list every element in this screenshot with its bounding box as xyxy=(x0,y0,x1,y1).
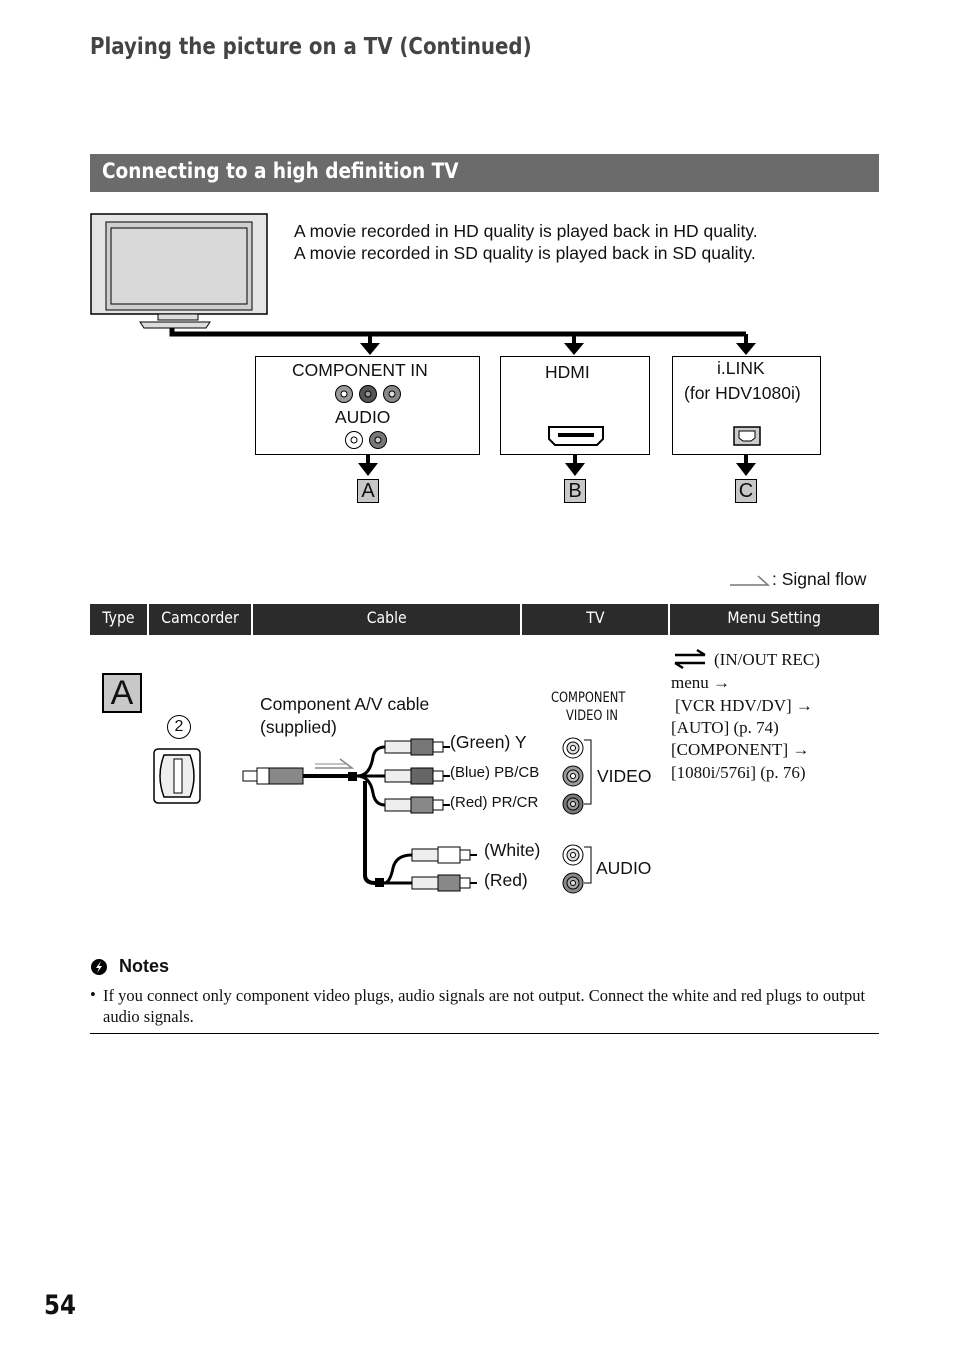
cable-label: Component A/V cable xyxy=(260,694,430,714)
tv-video-label: VIDEO xyxy=(597,766,652,786)
col-tv: TV xyxy=(585,608,605,627)
plug-green-label: (Green) Y xyxy=(450,732,527,752)
col-camcorder: Camcorder xyxy=(161,608,239,627)
menu-line-1: (IN/OUT REC) xyxy=(714,650,820,669)
plug-red-label: (Red) PR/CR xyxy=(450,794,539,811)
component-in-label: COMPONENT IN xyxy=(292,360,428,380)
page-number: 54 xyxy=(44,1290,76,1321)
ilink-label: i.LINK xyxy=(717,358,765,378)
menu-line-3: [VCR HDV/DV] → xyxy=(675,696,813,715)
notes-title: Notes xyxy=(119,956,170,976)
audio-in-label: AUDIO xyxy=(335,407,391,427)
hd-playback-note: A movie recorded in HD quality is played… xyxy=(294,221,758,241)
ilink-port-box: i.LINK (for HDV1080i) xyxy=(672,356,821,455)
col-cable: Cable xyxy=(366,608,407,627)
audio-jacks-icon xyxy=(345,431,387,449)
plug-red-audio-label: (Red) xyxy=(484,870,528,890)
menu-line-4: [AUTO] (p. 74) xyxy=(671,718,779,737)
component-jacks-icon xyxy=(335,385,401,403)
tv-illustration xyxy=(90,213,268,329)
connection-table-header: Type Camcorder Cable TV Menu Setting xyxy=(90,604,879,635)
white-audio-plug xyxy=(411,846,477,864)
type-letter-a: A xyxy=(357,479,379,503)
in-out-rec-icon xyxy=(674,648,706,670)
hdmi-port-box: HDMI xyxy=(500,356,650,455)
tv-audio-label: AUDIO xyxy=(596,858,652,878)
sd-playback-note: A movie recorded in SD quality is played… xyxy=(294,243,756,263)
row-type-a: A xyxy=(102,673,142,713)
note-item: If you connect only component video plug… xyxy=(103,986,866,1026)
signal-flow-arrow-icon xyxy=(730,575,770,586)
ilink-connector-icon xyxy=(733,426,761,446)
component-in-port-box: COMPONENT IN AUDIO xyxy=(255,356,480,455)
signal-flow-legend: : Signal flow xyxy=(772,569,867,589)
hdmi-connector-icon xyxy=(548,426,604,446)
cable-supplied-label: (supplied) xyxy=(260,717,337,737)
red-video-plug xyxy=(384,796,450,814)
hd-tv-connection-diagram xyxy=(90,213,756,476)
type-letter-b: B xyxy=(564,479,586,503)
tv-input-jacks xyxy=(562,737,592,894)
col-menu-setting: Menu Setting xyxy=(727,608,822,627)
menu-line-5: [COMPONENT] → xyxy=(671,740,810,759)
blue-plug xyxy=(384,767,450,785)
red-audio-plug xyxy=(411,874,477,892)
ilink-note: (for HDV1080i) xyxy=(684,383,801,403)
section-header: Connecting to a high definition TV xyxy=(90,154,879,192)
notes-icon xyxy=(91,959,107,975)
tv-component-heading: COMPONENT xyxy=(551,690,626,706)
page-title: Playing the picture on a TV (Continued) xyxy=(90,34,532,60)
tv-video-in-heading: VIDEO IN xyxy=(566,708,618,724)
plug-blue-label: (Blue) PB/CB xyxy=(450,764,540,781)
camcorder-av-jack-icon xyxy=(153,748,201,804)
camcorder-jack-number: 2 xyxy=(167,715,191,739)
type-letter-c: C xyxy=(735,479,757,503)
col-type: Type xyxy=(102,608,135,627)
green-plug xyxy=(384,738,450,756)
component-av-cable-illustration xyxy=(242,738,477,892)
hdmi-label: HDMI xyxy=(545,362,590,382)
menu-line-2: menu → xyxy=(671,673,731,692)
section-title: Connecting to a high definition TV xyxy=(102,159,459,183)
note-bullet: • xyxy=(90,985,96,1004)
notes-divider xyxy=(90,1033,879,1034)
plug-white-label: (White) xyxy=(484,840,541,860)
menu-line-6: [1080i/576i] (p. 76) xyxy=(671,763,806,782)
